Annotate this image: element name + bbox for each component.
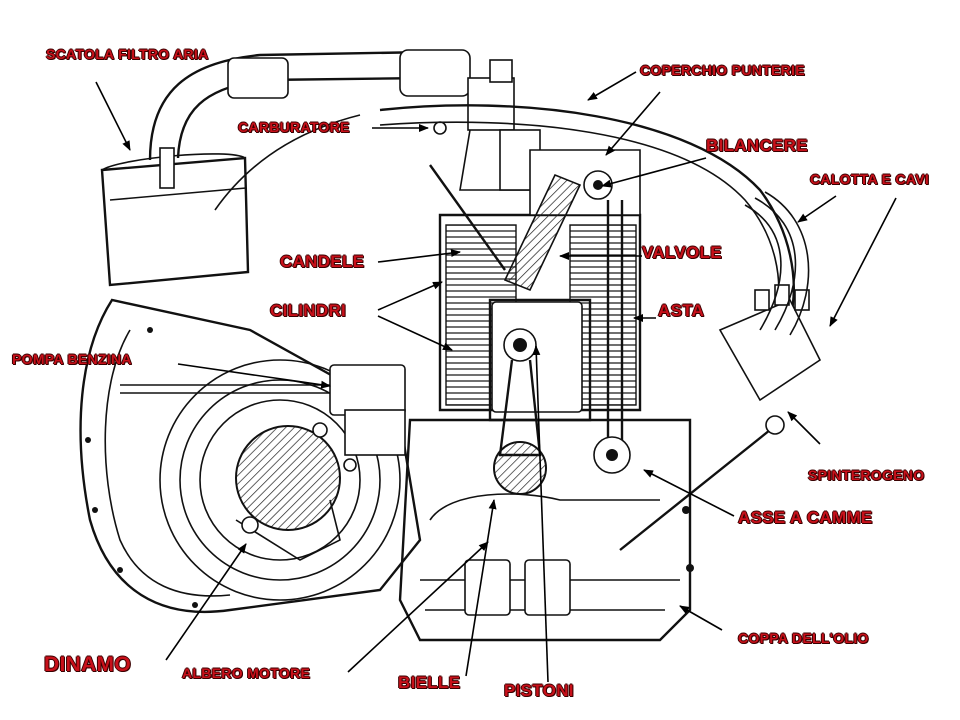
label-pompa-benzina: POMPA BENZINA [12, 351, 132, 367]
label-albero-motore: ALBERO MOTORE [182, 665, 311, 681]
label-spinterogeno: SPINTEROGENO [808, 467, 925, 483]
label-bielle: BIELLE [398, 673, 461, 692]
push-rod [606, 200, 624, 440]
dynamo [235, 422, 357, 561]
label-coperchio-punterie: COPERCHIO PUNTERIE [640, 62, 805, 78]
label-bilancere: BILANCERE [706, 136, 808, 155]
label-valvole: VALVOLE [642, 243, 722, 262]
label-dinamo: DINAMO [44, 653, 131, 676]
leader-lines [95, 71, 897, 683]
label-calotta-e-cavi: CALOTTA E CAVI [810, 171, 930, 187]
fan-housing [79, 298, 422, 614]
label-cilindri: CILINDRI [270, 301, 347, 320]
crankcase-sump [398, 418, 694, 642]
label-candele: CANDELE [280, 252, 365, 271]
label-pistoni: PISTONI [504, 681, 574, 700]
rocker-and-valve [429, 164, 613, 292]
distributor [619, 191, 822, 551]
label-asse-a-camme: ASSE A CAMME [738, 508, 873, 527]
label-carburatore: CARBURATORE [238, 119, 350, 135]
shroud-top [214, 104, 795, 321]
fuel-pump [120, 364, 406, 456]
label-asta: ASTA [658, 301, 705, 320]
label-scatola-filtro-aria: SCATOLA FILTRO ARIA [46, 46, 209, 62]
label-coppa-dell-olio: COPPA DELL'OLIO [738, 630, 869, 646]
carburettor [433, 59, 541, 191]
air-filter-box [100, 49, 471, 287]
